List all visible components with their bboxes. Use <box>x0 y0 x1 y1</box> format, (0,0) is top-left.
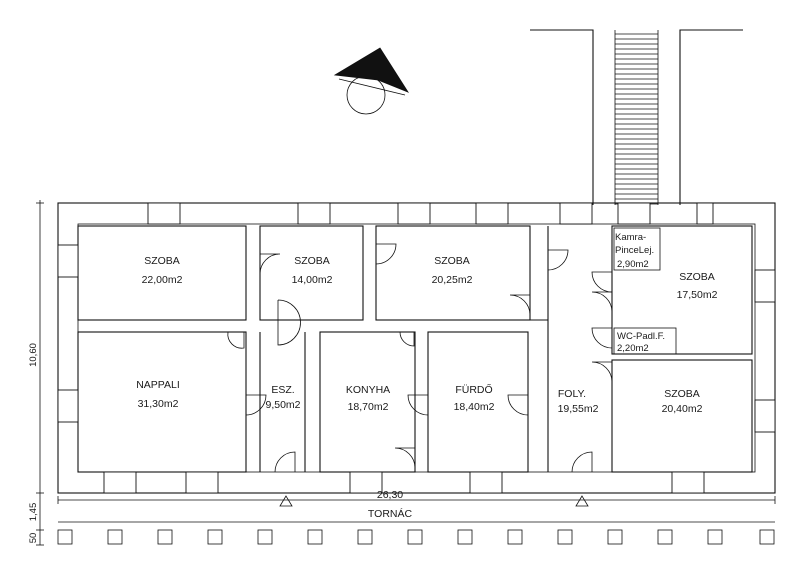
porch-label: TORNÁC <box>368 507 413 520</box>
room-name: FÜRDŐ <box>455 382 492 396</box>
room-area: 31,30m2 <box>138 398 179 410</box>
room-area: 17,50m2 <box>677 289 718 301</box>
room-area: 20,25m2 <box>432 274 473 286</box>
room-name: SZOBA <box>679 271 715 283</box>
room-name-line2: PinceLej. <box>615 245 654 256</box>
dimension-lines: 10,60 1,45 50 26,30 <box>28 200 776 546</box>
room-name: SZOBA <box>144 255 180 267</box>
porch-pillar <box>507 529 523 545</box>
porch-pillar <box>557 529 573 545</box>
room-area: 2,20m2 <box>617 343 649 354</box>
room-name: Kamra- <box>615 232 646 243</box>
porch-pillar <box>307 529 323 545</box>
porch-pillar <box>607 529 623 545</box>
porch-pillars <box>57 529 775 545</box>
exterior-walls <box>57 202 776 494</box>
porch-pillar <box>157 529 173 545</box>
room-name: SZOBA <box>434 255 470 267</box>
room-name: ESZ. <box>271 384 294 396</box>
room-area: 18,70m2 <box>348 401 389 413</box>
dimension-pillar: 50 <box>28 533 39 544</box>
room-area: 20,40m2 <box>662 403 703 415</box>
room-area: 14,00m2 <box>292 274 333 286</box>
dimension-height: 10,60 <box>28 343 39 367</box>
room-name: KONYHA <box>346 384 390 396</box>
dimension-width: 26,30 <box>377 489 403 501</box>
room-name: NAPPALI <box>136 379 180 391</box>
porch-pillar <box>107 529 123 545</box>
room-name: SZOBA <box>664 388 700 400</box>
room-area: 22,00m2 <box>142 274 183 286</box>
porch-pillar <box>357 529 373 545</box>
room-name: SZOBA <box>294 255 330 267</box>
staircase <box>530 29 743 205</box>
room-area: 18,40m2 <box>454 401 495 413</box>
dimension-porch-depth: 1,45 <box>28 503 39 522</box>
compass-icon <box>333 47 410 115</box>
room-name: FOLY. <box>558 388 586 400</box>
porch-pillar <box>657 529 673 545</box>
room-labels: SZOBA 22,00m2 SZOBA 14,00m2 SZOBA 20,25m… <box>136 232 717 415</box>
porch-pillar <box>759 529 775 545</box>
porch-pillar <box>407 529 423 545</box>
room-area: 2,90m2 <box>617 259 649 270</box>
porch-pillar <box>257 529 273 545</box>
room-area: 9,50m2 <box>265 399 300 411</box>
porch-pillar <box>457 529 473 545</box>
porch-pillar <box>57 529 73 545</box>
porch: TORNÁC <box>57 507 775 545</box>
porch-pillar <box>707 529 723 545</box>
windows <box>57 202 776 494</box>
porch-pillar <box>207 529 223 545</box>
entrance-markers <box>279 495 589 507</box>
room-name: WC-Padl.F. <box>617 331 665 342</box>
room-area: 19,55m2 <box>558 403 599 415</box>
doors <box>227 243 613 473</box>
